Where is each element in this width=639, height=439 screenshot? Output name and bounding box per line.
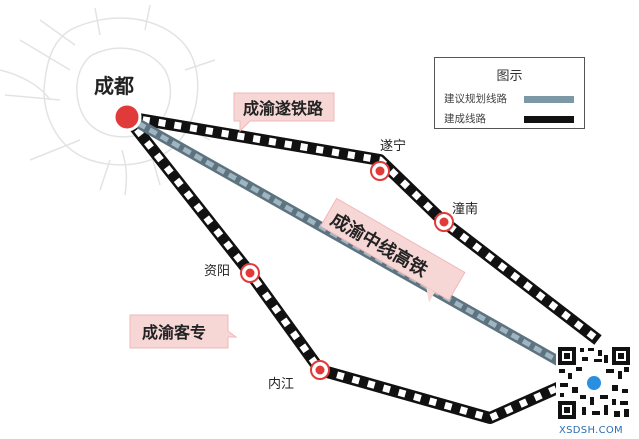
qr-logo-icon [585, 374, 603, 392]
chengdu-marker [112, 102, 142, 132]
legend-title: 图示 [496, 69, 523, 84]
city-label-suining: 遂宁 [380, 138, 406, 154]
qr-code [556, 345, 632, 421]
route-label-chengyu-kezhuan: 成渝客专 [129, 314, 238, 349]
legend: 图示 建议规划线路 建成线路 [434, 57, 585, 129]
city-label-ziyang: 资阳 [204, 264, 230, 279]
svg-text:成渝遂铁路: 成渝遂铁路 [243, 99, 324, 118]
legend-planned-swatch [524, 96, 574, 103]
svg-text:成渝客专: 成渝客专 [142, 323, 206, 342]
city-label-chengdu: 成都 [94, 74, 134, 98]
chengdu-city-outline [0, 4, 216, 196]
route-label-chengyu-sui: 成渝遂铁路 [233, 92, 335, 133]
legend-built-label: 建成线路 [444, 113, 486, 125]
legend-planned-label: 建议规划线路 [444, 93, 507, 105]
city-markers [112, 102, 454, 380]
city-label-neijiang: 内江 [268, 376, 294, 392]
legend-built-swatch [524, 116, 574, 123]
city-label-tongnan: 潼南 [452, 201, 478, 217]
watermark: XSDSH.COM [559, 425, 623, 436]
